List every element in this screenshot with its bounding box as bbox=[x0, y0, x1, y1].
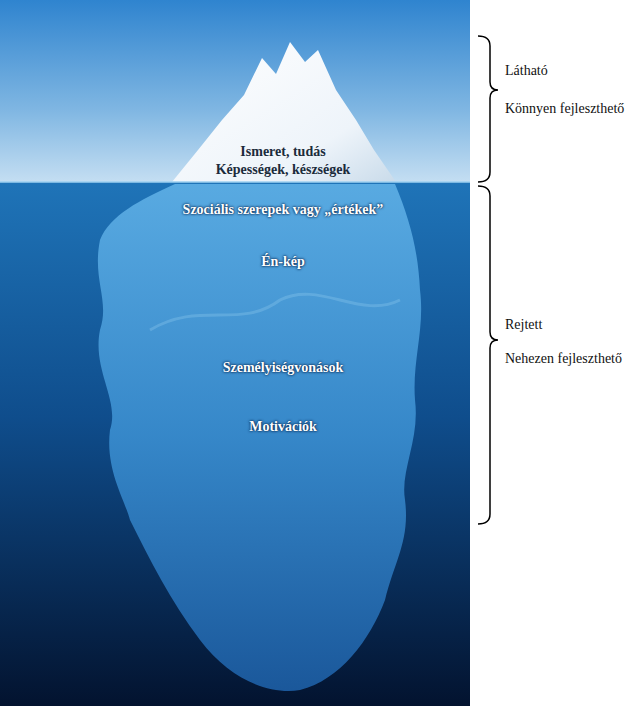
ice-highlight bbox=[150, 294, 400, 330]
iceberg-label: Képességek, készségek bbox=[173, 161, 393, 179]
iceberg-label: Szociális szerepek vagy „értékek” bbox=[133, 201, 433, 219]
bracket bbox=[478, 186, 498, 524]
water-line bbox=[0, 181, 470, 183]
side-label: Nehezen fejleszthető bbox=[505, 350, 625, 368]
iceberg-label: Én-kép bbox=[173, 253, 393, 271]
sky bbox=[0, 0, 470, 182]
iceberg-label: Személyiségvonások bbox=[163, 359, 403, 377]
water bbox=[0, 182, 470, 706]
iceberg-label: Motivációk bbox=[173, 418, 393, 436]
side-label: Rejtett bbox=[505, 316, 625, 334]
side-label: Könnyen fejleszthető bbox=[505, 100, 625, 118]
bracket bbox=[478, 36, 498, 182]
iceberg-label: Ismeret, tudás bbox=[173, 143, 393, 161]
side-label: Látható bbox=[505, 62, 625, 80]
iceberg-underwater bbox=[98, 184, 421, 691]
iceberg-above-water bbox=[172, 42, 396, 182]
